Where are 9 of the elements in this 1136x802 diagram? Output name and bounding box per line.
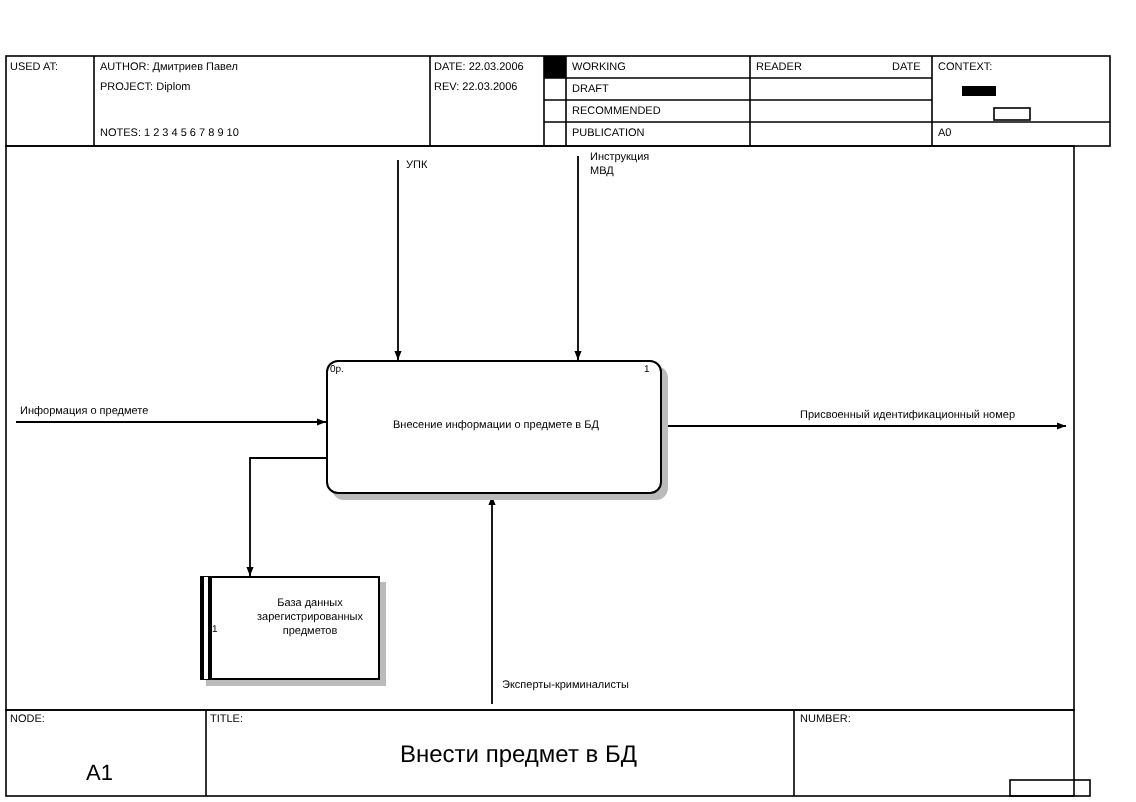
arrow xyxy=(246,457,327,577)
node-number: A1 xyxy=(86,762,113,788)
activity-box xyxy=(326,360,662,494)
arrow xyxy=(574,155,582,361)
arrow xyxy=(394,159,402,361)
diagram-title: Внести предмет в БД xyxy=(400,740,637,768)
arrow xyxy=(15,418,327,426)
data-store xyxy=(200,576,380,680)
arrow xyxy=(488,495,496,705)
